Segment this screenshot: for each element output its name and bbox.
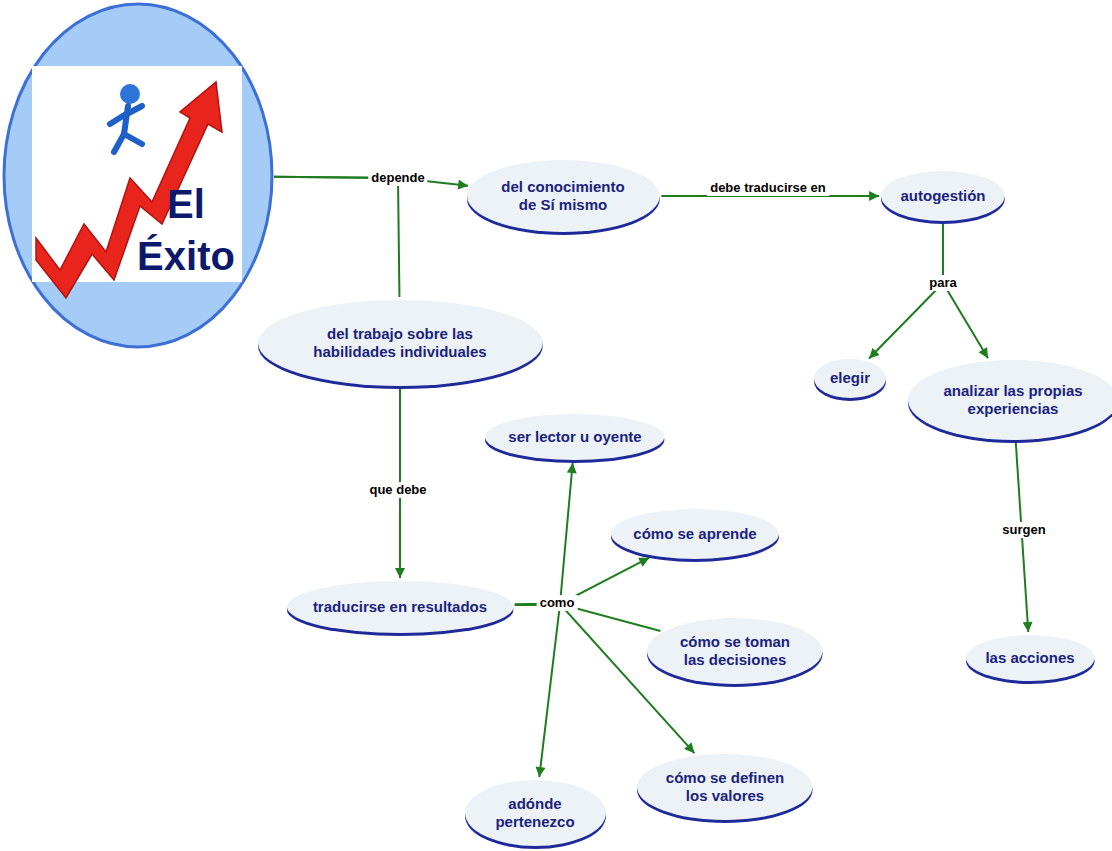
connector: [515, 604, 695, 753]
node-text: cómo se aprende: [633, 525, 756, 543]
node-label: cómo se definen los valores: [660, 769, 790, 805]
node-label: ser lector u oyente: [508, 428, 641, 446]
concept-ellipse: cómo se definen los valores: [635, 751, 815, 823]
connector: [515, 558, 649, 605]
concept-ellipse: traducirse en resultados: [285, 578, 515, 636]
runner-figure: [110, 84, 142, 152]
node-text: autogestión: [901, 187, 986, 205]
concept-ellipse: del trabajo sobre las habilidades indivi…: [256, 297, 545, 389]
node-label: del conocimiento de Sí mismo: [491, 178, 636, 214]
node-text: traducirse en resultados: [313, 598, 487, 616]
node-text: cómo se definen los valores: [660, 769, 790, 805]
node-label: las acciones: [985, 649, 1074, 667]
concept-ellipse: adónde pertenezco: [463, 777, 608, 849]
node-label: El Éxito: [126, 178, 246, 282]
node-text: del trabajo sobre las habilidades indivi…: [288, 325, 513, 361]
concept-ellipse: analizar las propias experiencias: [906, 357, 1112, 443]
node-text: cómo se toman las decisiones: [670, 633, 800, 669]
edge-label: para: [926, 275, 959, 291]
connector: [869, 224, 943, 359]
node-label: elegir: [830, 369, 870, 387]
edge-label: depende: [368, 170, 427, 186]
node-text: del conocimiento de Sí mismo: [491, 178, 636, 214]
title-circle: El Éxito: [2, 2, 274, 349]
node-label: analizar las propias experiencias: [933, 382, 1093, 418]
edge-label: que debe: [366, 482, 429, 498]
node-text: El Éxito: [126, 178, 246, 282]
node-text: adónde pertenezco: [485, 795, 585, 831]
connector: [515, 463, 573, 605]
concept-ellipse: elegir: [812, 356, 888, 401]
concept-ellipse: cómo se aprende: [609, 506, 781, 562]
node-label: autogestión: [901, 187, 986, 205]
concept-ellipse: las acciones: [964, 632, 1097, 684]
concept-ellipse: ser lector u oyente: [483, 411, 666, 463]
node-label: traducirse en resultados: [313, 598, 487, 616]
edge-label: surgen: [999, 522, 1048, 538]
node-label: adónde pertenezco: [485, 795, 585, 831]
concept-ellipse: cómo se toman las decisiones: [645, 615, 825, 687]
node-text: elegir: [830, 369, 870, 387]
concept-ellipse: autogestión: [879, 168, 1007, 224]
node-label: cómo se aprende: [633, 525, 756, 543]
connector: [943, 224, 988, 358]
connector: [274, 177, 399, 297]
node-text: ser lector u oyente: [508, 428, 641, 446]
edge-label: debe traducirse en: [707, 180, 829, 196]
concept-ellipse: del conocimiento de Sí mismo: [465, 157, 662, 235]
connector: [515, 604, 560, 777]
node-text: analizar las propias experiencias: [933, 382, 1093, 418]
node-text: las acciones: [985, 649, 1074, 667]
node-label: del trabajo sobre las habilidades indivi…: [288, 325, 513, 361]
node-label: cómo se toman las decisiones: [670, 633, 800, 669]
success-illustration: [2, 2, 274, 349]
edge-label: como: [537, 595, 578, 611]
